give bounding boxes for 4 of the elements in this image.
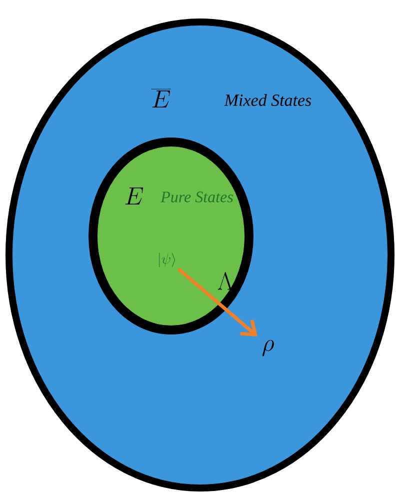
- arrow: [177, 268, 258, 336]
- edge-label: $\Lambda$: [218, 272, 233, 290]
- state-label: $\rho$: [262, 340, 274, 356]
- state-label: $|\psi\rangle$: [159, 252, 176, 268]
